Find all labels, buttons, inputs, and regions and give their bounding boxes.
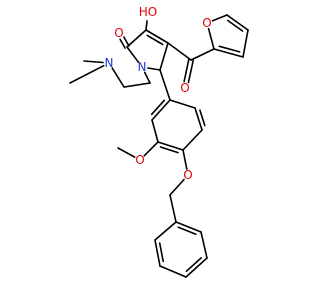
atom-label-n2: N: [138, 60, 147, 74]
bond-me1-n1: [83, 60, 104, 64]
bond-b4-b5-b: [185, 257, 202, 273]
bond-c2-c3: [126, 29, 147, 48]
bond-cC-f2: [190, 48, 215, 61]
bond-c2-o_keto-a: [123, 36, 130, 47]
bond-a1-a2-b: [150, 99, 166, 116]
bond-a6-a1: [169, 99, 196, 109]
bond-b6-b1-b: [177, 226, 197, 235]
bond-f2-f3-a: [213, 48, 244, 58]
bond-a5-a6-b: [199, 109, 206, 127]
bond-b1-b2: [154, 221, 177, 241]
bond-b4-b5-a: [185, 257, 208, 278]
bond-c3-c4-b: [146, 34, 164, 46]
bond-f5-o_furan: [211, 14, 228, 22]
molecule-structure-diagram: N N O HO O O O O: [69, 5, 249, 278]
bond-c3-o_hydroxy: [145, 20, 148, 31]
bond-c5-a1: [159, 69, 171, 101]
bond-n2-c2: [126, 46, 140, 64]
bond-a3-a4-a: [157, 141, 184, 151]
bond-a2-a3: [151, 119, 159, 143]
bond-b2-b3-b: [158, 242, 164, 263]
bond-b2-b3-a: [154, 239, 161, 267]
bond-f3-f4: [242, 29, 249, 58]
atom-label-o-methoxy: O: [135, 153, 144, 167]
atom-label-o-benzyloxy: O: [183, 168, 192, 182]
bond-me2-n1: [69, 64, 105, 84]
bond-f4-f5-a: [226, 14, 249, 31]
bond-c5-n2: [147, 67, 161, 71]
bond-a4-o_benzyloxy: [182, 149, 188, 170]
bonds: [69, 14, 249, 278]
bond-o_furan-f2: [207, 27, 215, 50]
bond-cC-o_carbonyl-a: [183, 58, 190, 83]
bond-a4-a5: [182, 129, 203, 151]
bond-o_benzyloxy-ch2c: [169, 178, 185, 196]
bond-b6-b1-a: [175, 221, 202, 233]
atom-label-n1: N: [105, 56, 114, 70]
bond-ch2c-b1: [169, 194, 177, 223]
bond-c2-o_keto-b: [119, 38, 126, 49]
bond-a3-a4-b: [159, 146, 179, 154]
bond-cC-o_carbonyl-b: [187, 59, 194, 84]
atom-labels: N N O HO O O O O: [105, 5, 212, 182]
bond-f4-f5-b: [227, 19, 244, 32]
atom-label-o-carbonyl: O: [180, 81, 189, 95]
bond-c4-cC: [167, 42, 192, 61]
bond-a1-a2-a: [151, 99, 171, 121]
bond-n1-ch2a: [111, 67, 125, 88]
atom-label-o-keto: O: [114, 26, 123, 40]
bond-a5-a6-a: [194, 107, 203, 131]
bond-b3-b4: [159, 265, 187, 278]
bond-c3-c4-a: [145, 29, 169, 44]
bond-f2-f3-b: [218, 45, 241, 53]
bond-ch2b-n2: [143, 71, 151, 84]
atom-label-o-furan: O: [202, 16, 211, 30]
bond-b5-b6: [200, 231, 208, 259]
atom-label-o-hydroxy: HO: [139, 5, 157, 19]
bond-ch2a-ch2b: [123, 82, 151, 88]
bond-o_methoxy-me3: [117, 147, 136, 158]
bond-a3-o_methoxy: [143, 141, 159, 157]
bond-c4-c5: [159, 42, 169, 71]
